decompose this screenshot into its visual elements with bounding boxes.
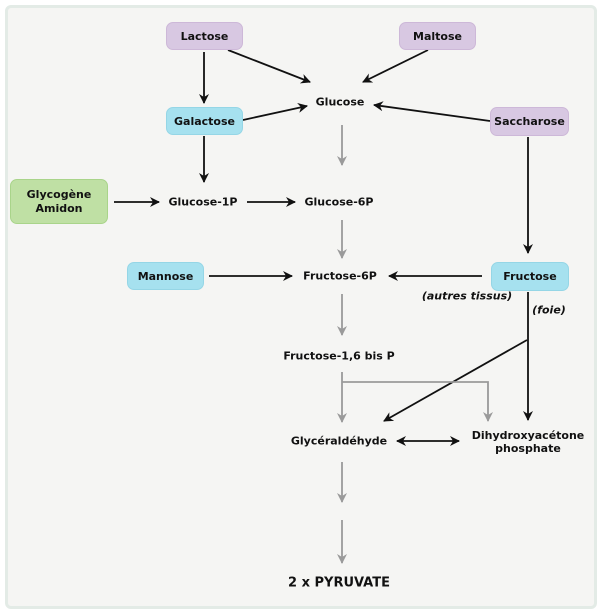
glycogene-amidon-box: Glycogène Amidon	[10, 179, 108, 224]
autres-tissus-label: (autres tissus)	[421, 289, 513, 303]
arrow-saccharose-glucose	[373, 101, 491, 122]
amidon-label: Amidon	[35, 201, 83, 215]
glucose-6p-label: Glucose-6P	[304, 195, 374, 209]
pyruvate-label: 2 x PYRUVATE	[288, 575, 390, 591]
glycogene-label: Glycogène	[26, 187, 92, 201]
lactose-box: Lactose	[166, 22, 243, 50]
saccharose-box: Saccharose	[490, 107, 569, 136]
arrow-fructose16bp-dhap	[342, 381, 493, 422]
glyceraldehyde-label: Glycéraldéhyde	[290, 434, 388, 448]
maltose-box: Maltose	[399, 22, 476, 50]
dhap-line2: phosphate	[495, 442, 561, 455]
arrow-maltose-glucose	[362, 49, 429, 83]
fructose-6p-label: Fructose-6P	[303, 269, 377, 283]
fructose-16bp-label: Fructose-1,6 bis P	[283, 349, 395, 363]
mannose-box: Mannose	[127, 262, 204, 290]
arrow-fructose-glyceraldehyde	[383, 339, 528, 422]
glucose-1p-label: Glucose-1P	[168, 195, 238, 209]
arrow-lactose-glucose	[227, 49, 311, 84]
foie-label: (foie)	[532, 303, 566, 317]
arrow-galactose-glucose	[242, 103, 308, 121]
dhap-label: Dihydroxyacétone phosphate	[472, 429, 585, 455]
fructose-box: Fructose	[491, 262, 569, 291]
glucose-label: Glucose	[315, 95, 365, 109]
galactose-box: Galactose	[166, 107, 243, 135]
dhap-line1: Dihydroxyacétone	[471, 429, 585, 442]
